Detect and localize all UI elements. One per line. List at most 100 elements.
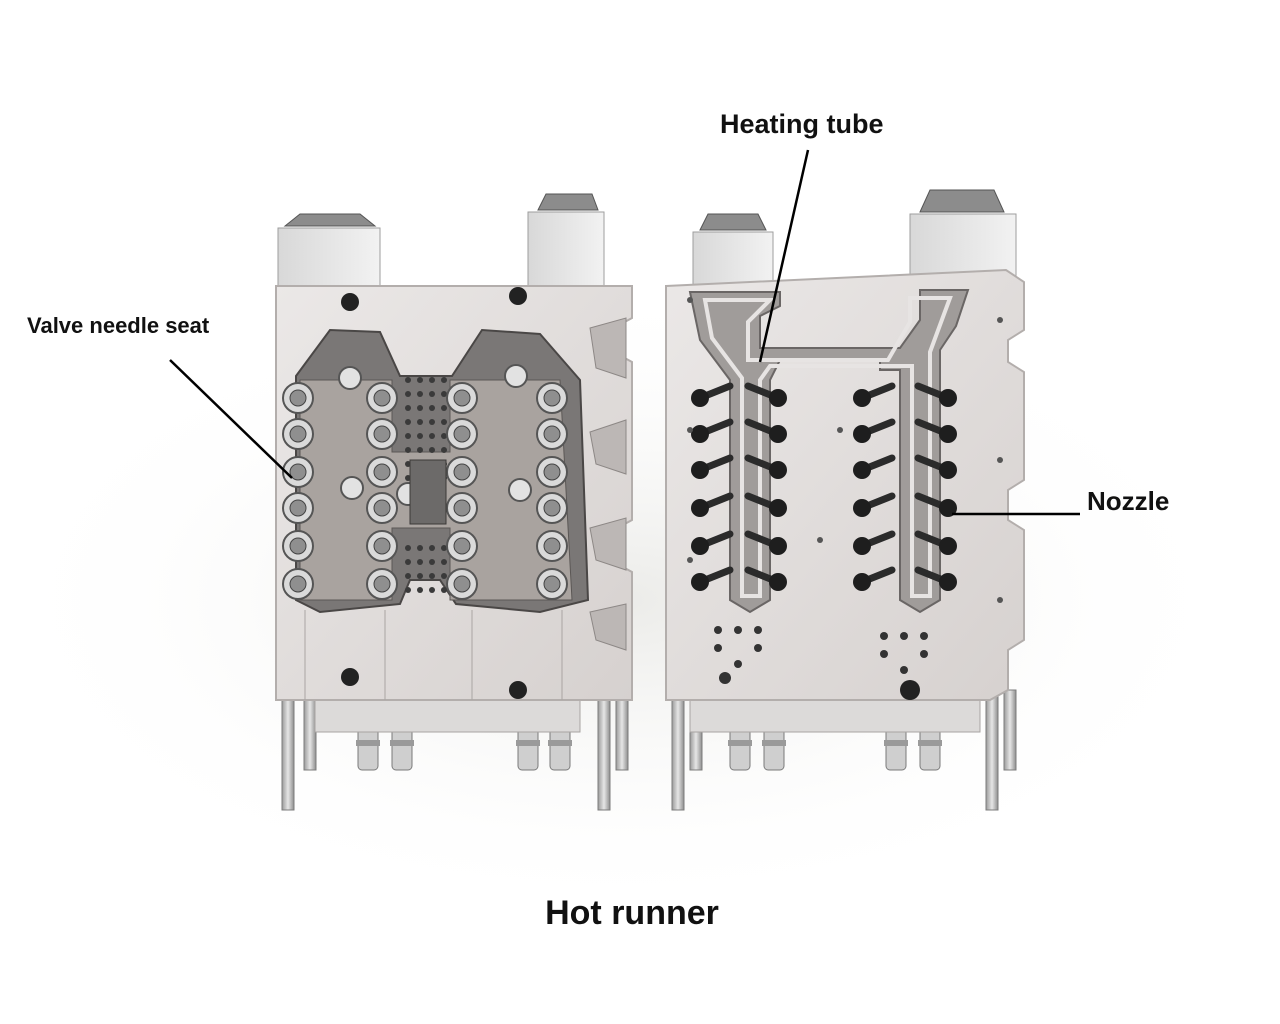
small-hole (900, 632, 908, 640)
small-hole (817, 537, 823, 543)
small-hole (405, 419, 411, 425)
left-support-pins (281, 689, 629, 811)
left-side-fin-3 (589, 517, 627, 571)
small-hole (405, 559, 411, 565)
small-hole (441, 559, 447, 565)
coolant-fitting (729, 727, 751, 771)
support-pin (597, 689, 611, 811)
nozzle (939, 573, 957, 591)
small-hole (405, 587, 411, 593)
left-connector-clip-1 (283, 213, 377, 227)
small-hole (714, 644, 722, 652)
heating-tube-label: Heating tube (720, 109, 884, 139)
valve-needle-seat (504, 364, 528, 388)
small-hole (687, 557, 693, 563)
left-bolt-hole-1 (341, 293, 359, 311)
left-bolt-hole-4 (509, 681, 527, 699)
support-pin (985, 689, 999, 811)
left-bolt-hole-2 (509, 287, 527, 305)
valve-needle-seat-core (289, 499, 307, 517)
nozzle (853, 389, 871, 407)
nozzle (769, 461, 787, 479)
small-hole (441, 391, 447, 397)
small-hole (714, 626, 722, 634)
small-hole (441, 447, 447, 453)
small-hole (429, 419, 435, 425)
small-hole (417, 391, 423, 397)
right-connector-clip-1 (699, 213, 767, 231)
small-hole (405, 447, 411, 453)
small-hole (417, 559, 423, 565)
valve-needle-seat-core (289, 463, 307, 481)
valve-needle-seat-core (453, 463, 471, 481)
nozzle (691, 389, 709, 407)
support-pin (615, 689, 629, 771)
right-small-holes (687, 297, 1003, 674)
coolant-fitting (549, 727, 571, 771)
left-side-fin-1 (589, 317, 627, 379)
nozzle-array (691, 382, 957, 591)
small-hole (405, 377, 411, 383)
small-hole (429, 405, 435, 411)
right-junction-box-1 (692, 231, 774, 287)
valve-needle-seat-core (373, 537, 391, 555)
coolant-fitting (391, 727, 413, 771)
valve-needle-seat (508, 478, 532, 502)
left-junction-box-2 (527, 211, 605, 287)
valve-needle-seats (282, 364, 568, 600)
small-hole (900, 666, 908, 674)
valve-needle-seat-core (543, 389, 561, 407)
left-junction-box-1 (277, 227, 381, 287)
nozzle (769, 389, 787, 407)
nozzle (691, 573, 709, 591)
small-hole (441, 405, 447, 411)
valve-needle-seat-core (453, 537, 471, 555)
nozzle (691, 461, 709, 479)
support-pin (303, 689, 317, 771)
nozzle (691, 499, 709, 517)
valve-needle-seat-leader-line (169, 359, 293, 479)
small-hole (405, 391, 411, 397)
valve-needle-seat-label: Valve needle seat (27, 313, 210, 338)
fitting-ring (390, 740, 414, 746)
left-side-fin-4 (589, 603, 627, 651)
nozzle (939, 425, 957, 443)
small-hole (405, 405, 411, 411)
valve-needle-seat-core (289, 389, 307, 407)
nozzle (853, 461, 871, 479)
small-hole (429, 447, 435, 453)
small-hole (441, 377, 447, 383)
small-hole (734, 626, 742, 634)
small-hole (405, 433, 411, 439)
nozzle (853, 573, 871, 591)
small-hole (429, 587, 435, 593)
small-hole (997, 457, 1003, 463)
small-hole (417, 377, 423, 383)
valve-needle-seat-core (453, 575, 471, 593)
nozzle (769, 573, 787, 591)
small-hole (441, 545, 447, 551)
nozzle (939, 461, 957, 479)
fitting-ring (918, 740, 942, 746)
diagram-title: Hot runner (545, 894, 719, 932)
small-hole (417, 545, 423, 551)
nozzle (769, 499, 787, 517)
small-hole (417, 405, 423, 411)
fitting-ring (728, 740, 752, 746)
left-bolt-hole-3 (341, 668, 359, 686)
nozzle (769, 425, 787, 443)
fitting-ring (884, 740, 908, 746)
right-connector-clip-2 (919, 189, 1005, 213)
small-hole (429, 377, 435, 383)
nozzle (939, 499, 957, 517)
valve-needle-seat-core (543, 499, 561, 517)
support-pin (1003, 689, 1017, 771)
small-hole (754, 626, 762, 634)
coolant-fitting (885, 727, 907, 771)
fitting-ring (356, 740, 380, 746)
small-hole (687, 297, 693, 303)
fitting-ring (762, 740, 786, 746)
small-hole (429, 559, 435, 565)
small-hole (417, 447, 423, 453)
